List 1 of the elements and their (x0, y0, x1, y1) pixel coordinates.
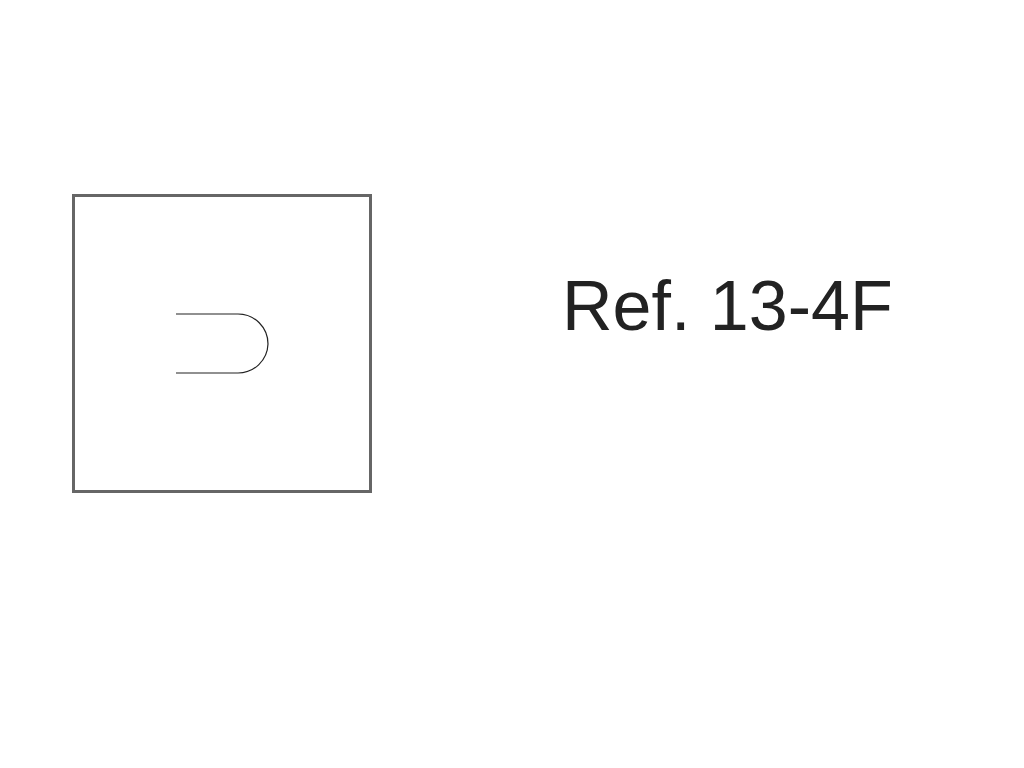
reference-label: Ref. 13-4F (562, 266, 893, 346)
